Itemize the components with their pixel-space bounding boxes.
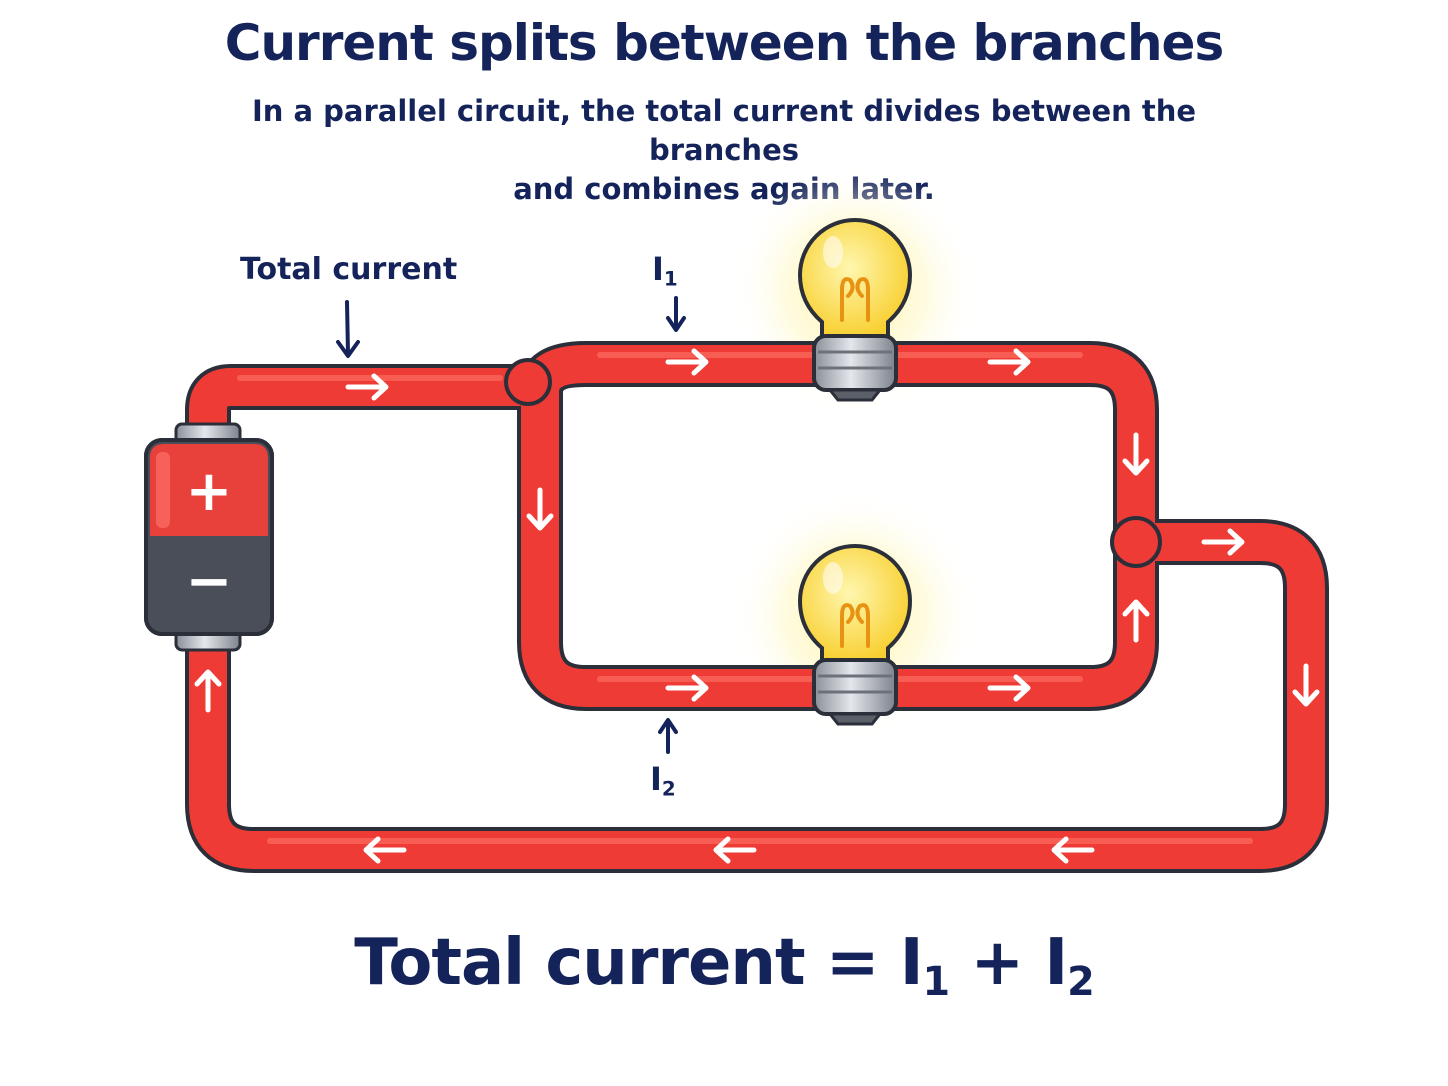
i1-label: I1 bbox=[652, 250, 678, 291]
arrow-icon bbox=[1292, 663, 1320, 707]
i2-pointer-icon bbox=[658, 718, 678, 754]
current-equation: Total current = I1 + I2 bbox=[0, 926, 1448, 1005]
equation-plus: + I bbox=[949, 926, 1068, 1000]
current-arrows bbox=[194, 348, 1320, 864]
diagram-title: Current splits between the branches bbox=[224, 14, 1224, 72]
arrow-icon bbox=[363, 836, 407, 864]
battery-positive-symbol: + bbox=[186, 459, 233, 524]
battery-icon: + − bbox=[144, 422, 274, 652]
arrow-icon bbox=[1122, 599, 1150, 643]
arrow-icon bbox=[345, 373, 389, 401]
lightbulb-icon bbox=[797, 217, 913, 402]
i2-subscript: 2 bbox=[661, 777, 676, 801]
subtitle-line-1: In a parallel circuit, the total current… bbox=[251, 94, 1197, 167]
equation-lhs: Total current = I bbox=[354, 926, 923, 1000]
i2-letter: I bbox=[650, 760, 662, 798]
arrow-icon bbox=[1051, 836, 1095, 864]
junction-combine bbox=[1110, 516, 1162, 568]
i1-letter: I bbox=[652, 250, 664, 288]
arrow-icon bbox=[987, 674, 1031, 702]
i1-pointer-icon bbox=[666, 296, 686, 332]
arrow-icon bbox=[987, 348, 1031, 376]
arrow-icon bbox=[665, 348, 709, 376]
i2-label: I2 bbox=[650, 760, 676, 801]
total-current-pointer-icon bbox=[336, 300, 360, 358]
lightbulb-icon bbox=[797, 543, 913, 726]
battery-negative-symbol: − bbox=[186, 549, 233, 614]
arrow-icon bbox=[194, 669, 222, 713]
arrow-icon bbox=[1122, 432, 1150, 476]
arrow-icon bbox=[526, 487, 554, 531]
arrow-icon bbox=[713, 836, 757, 864]
arrow-icon bbox=[665, 674, 709, 702]
i1-subscript: 1 bbox=[663, 267, 678, 291]
label-pointers bbox=[336, 296, 686, 754]
arrow-icon bbox=[1201, 528, 1245, 556]
total-current-label: Total current bbox=[240, 252, 458, 287]
equation-sub-2: 2 bbox=[1067, 959, 1095, 1006]
equation-sub-1: 1 bbox=[922, 959, 951, 1006]
junction-split bbox=[504, 358, 552, 406]
